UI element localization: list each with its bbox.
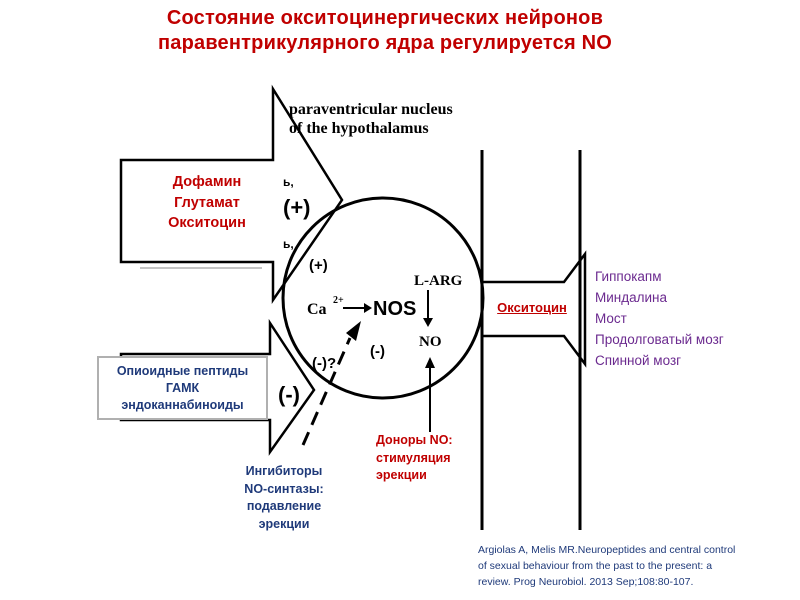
citation-line-1: Argiolas A, Melis MR.Neuropeptides and c…: [478, 544, 736, 556]
nos-inhibitors-line-4: эрекции: [258, 516, 310, 531]
no-donors-line-3: эрекции: [376, 468, 427, 482]
no-label: NO: [419, 334, 442, 350]
stimulator-dopamine: Дофамин: [172, 174, 242, 190]
target-medulla: Продолговатый мозг: [595, 332, 724, 347]
inhibition-sign: (-): [278, 382, 300, 407]
title-line-2: паравентрикулярного ядра регулируется NO: [157, 32, 613, 54]
inhibitor-gaba: ГАМК: [165, 381, 200, 395]
residual-mark-2: ь,: [283, 237, 294, 251]
larg-to-no-arrowhead: [423, 318, 433, 327]
citation: Argiolas A, Melis MR.Neuropeptides and c…: [478, 542, 798, 590]
nos-inhibitors-line-2: NO-синтазы:: [244, 481, 324, 496]
stimulators-list: Дофамин Глутамат Окситоцин: [140, 172, 274, 234]
nos-inhibitors-label: Ингибиторы NO-синтазы: подавление эрекци…: [228, 463, 340, 533]
stimulation-arrow: [119, 84, 344, 305]
no-donors-line-1: Доноры NO:: [376, 433, 453, 447]
nos-inhibitor-arrowhead: [346, 321, 361, 341]
slide-title: Состояние окситоцинергических нейронов п…: [0, 6, 770, 56]
target-pons: Мост: [595, 311, 627, 326]
stimulator-glutamate: Глутамат: [174, 194, 240, 211]
nos-inhibitor-dashed-arrow: [301, 337, 352, 446]
stimulation-sign: (+): [283, 195, 311, 220]
nucleus-label-line-2: of the hypothalamus: [289, 120, 429, 137]
inhibitor-opioid-peptides: Опиоидные пептиды: [116, 364, 249, 378]
nos-inhibition-sign: (-): [370, 343, 385, 360]
target-amygdala: Миндалина: [595, 290, 668, 305]
nos-label: NOS: [373, 298, 416, 320]
nos-inhibitors-line-3: подавление: [246, 499, 322, 513]
nucleus-label-line-1: paraventricular nucleus: [289, 101, 453, 118]
inhibitor-endocannabinoids: эндоканнабиноиды: [121, 398, 244, 412]
inhibitors-box: Опиоидные пептиды ГАМК эндоканнабиноиды: [97, 356, 268, 420]
title-line-1: Состояние окситоцинергических нейронов: [166, 7, 604, 29]
calcium-charge: 2+: [333, 295, 344, 306]
oxytocin-output-arrow: [482, 250, 587, 368]
inner-stimulation-sign: (+): [309, 257, 328, 274]
ca-to-nos-arrowhead: [364, 303, 372, 313]
donor-arrowhead: [425, 357, 435, 368]
target-regions-list: Гиппокапм Миндалина Мост Продолговатый м…: [595, 266, 795, 371]
inhibition-arrow: [119, 318, 316, 456]
oxytocin-output-label: Окситоцин: [497, 300, 567, 315]
target-hippocampus: Гиппокапм: [595, 269, 662, 284]
citation-line-3: review. Prog Neurobiol. 2013 Sep;108:80-…: [478, 576, 694, 588]
uncertain-inhibition-sign: (-)?: [312, 355, 336, 372]
nos-inhibitors-line-1: Ингибиторы: [245, 464, 323, 478]
l-arginine-label: L-ARG: [414, 273, 463, 289]
calcium-label: Ca: [307, 301, 327, 318]
citation-line-2: of sexual behaviour from the past to the…: [478, 560, 713, 572]
no-donors-line-2: стимуляция: [376, 450, 451, 465]
target-spinal-cord: Спинной мозг: [595, 353, 682, 368]
residual-mark-1: ь,: [283, 175, 294, 189]
stimulator-oxytocin: Окситоцин: [168, 215, 246, 231]
no-donors-label: Доноры NO: стимуляция эрекции: [376, 432, 516, 485]
